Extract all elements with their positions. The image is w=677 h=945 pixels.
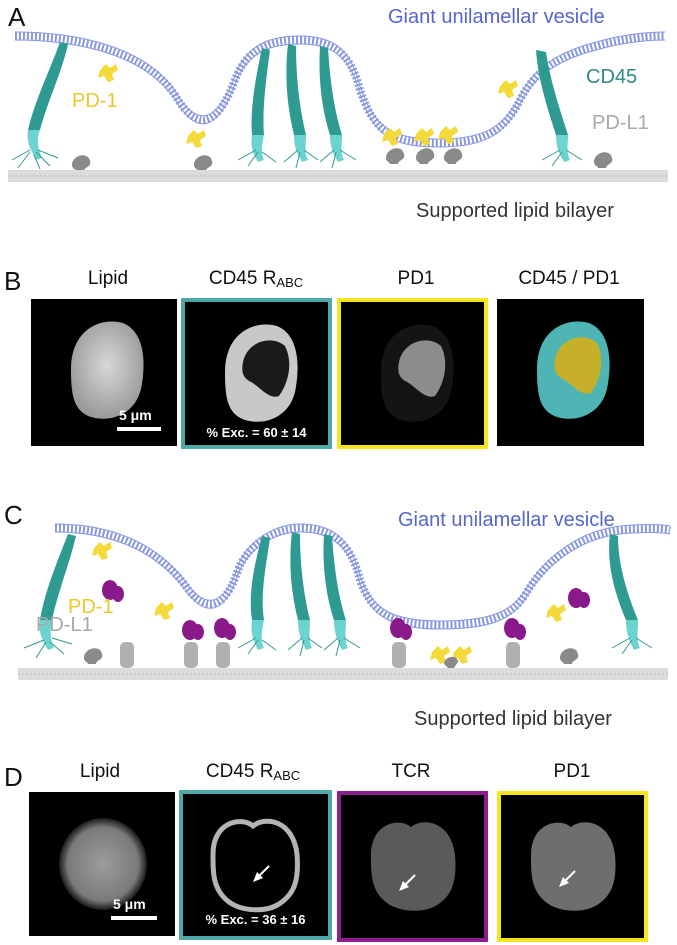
cd45-label-a: CD45: [586, 66, 638, 88]
panel-c-title: Giant unilamellar vesicle: [398, 509, 615, 531]
scale-bar-d: [111, 916, 157, 920]
micrograph-d-lipid: 5 μm: [29, 792, 175, 936]
supported-bilayer-a: [8, 170, 668, 182]
exclusion-d: % Exc. = 36 ± 16: [205, 912, 306, 927]
cd45-molecule: [251, 48, 270, 162]
cd45-molecule: [27, 42, 68, 160]
panel-b-label: B: [4, 266, 22, 296]
panel-b-title-lipid: Lipid: [87, 268, 129, 289]
scale-label-b: 5 μm: [119, 407, 152, 423]
pd1-molecule: [92, 542, 566, 664]
micrograph-b-pd1: [337, 298, 488, 449]
scale-bar-b: [117, 427, 161, 431]
exclusion-b: % Exc. = 60 ± 14: [206, 425, 307, 440]
micrograph-d-pd1: [497, 791, 648, 942]
panel-d-title-pd1: PD1: [553, 761, 591, 782]
panel-d-title-lipid: Lipid: [79, 761, 121, 782]
cd45-molecule: [250, 536, 270, 650]
panel-a-label: A: [8, 2, 26, 32]
cd45-molecule: [323, 534, 348, 650]
panel-b-title-pd1: PD1: [397, 268, 435, 289]
micrograph-b-merge: [497, 299, 644, 446]
panel-c-schematic: [18, 523, 671, 680]
cd45-molecule: [536, 50, 570, 162]
panel-c-label: C: [4, 500, 23, 530]
pdl1-molecule: [72, 148, 613, 171]
bilayer-label-a: Supported lipid bilayer: [416, 200, 614, 222]
cd45-molecule: [286, 44, 308, 162]
panel-d-title-cd45: CD45 RABC: [205, 761, 301, 783]
micrograph-b-lipid: 5 μm: [31, 299, 177, 446]
micrograph-d-tcr: [337, 791, 488, 942]
pd1-label-a: PD-1: [72, 90, 118, 112]
panel-d-title-tcr: TCR: [391, 761, 431, 782]
pd1-label-c: PD-1: [68, 596, 114, 618]
panel-a-title: Giant unilamellar vesicle: [388, 6, 605, 28]
panel-a-schematic: [8, 31, 668, 182]
scale-label-d: 5 μm: [113, 896, 146, 912]
cd45-molecule: [290, 532, 312, 650]
micrograph-d-cd45: % Exc. = 36 ± 16: [179, 790, 332, 940]
bilayer-label-c: Supported lipid bilayer: [414, 708, 612, 730]
pd1-molecule: [98, 64, 518, 148]
panel-b-title-cd45: CD45 RABC: [208, 268, 304, 290]
panel-d-label: D: [4, 762, 23, 792]
cd45-molecule: [609, 534, 640, 650]
pdl1-label-c: PD-L1: [36, 614, 93, 636]
pdl1-tcr-ligand: [120, 642, 520, 668]
pdl1-molecule: [84, 648, 579, 668]
cd45-molecule: [319, 46, 344, 162]
panel-b-title-merge: CD45 / PD1: [518, 268, 620, 289]
vesicle-membrane-c: [54, 523, 671, 630]
micrograph-b-cd45: % Exc. = 60 ± 14: [181, 298, 332, 449]
tcr-molecule: [102, 580, 590, 640]
vesicle-membrane-a: [14, 32, 666, 148]
pdl1-label-a: PD-L1: [592, 112, 649, 134]
